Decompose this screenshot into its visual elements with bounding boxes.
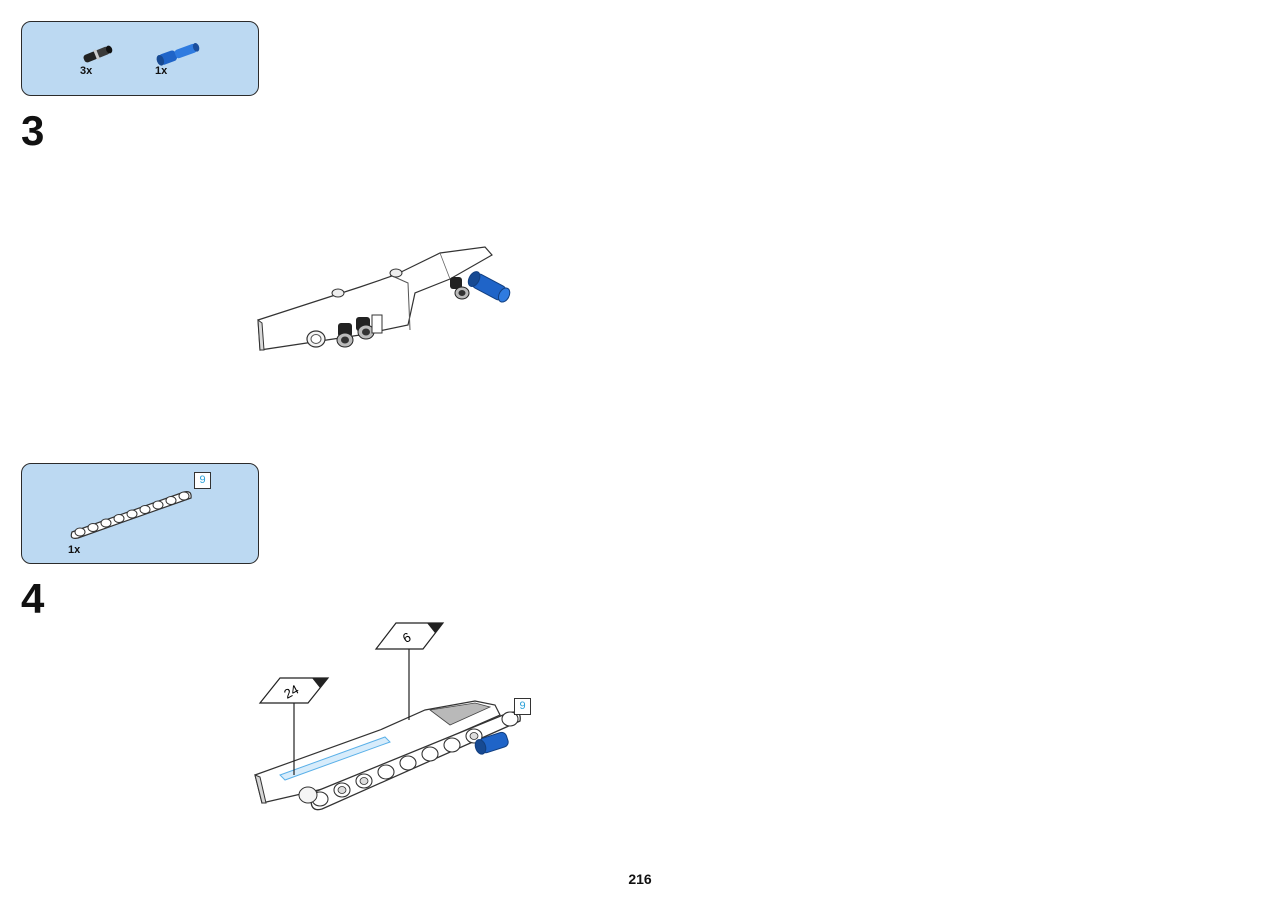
- beam-length-badge: 9: [194, 472, 211, 489]
- sticker-callout-label: 24: [281, 682, 301, 702]
- part-quantity: 3x: [80, 65, 93, 77]
- part-quantity: 1x: [68, 544, 81, 556]
- step-4-assembly-illustration: 24 6: [254, 622, 521, 811]
- parts-list-box-step-3: 3x 1x: [21, 21, 259, 96]
- page-number: 216: [628, 871, 652, 887]
- part-quantity: 1x: [155, 65, 168, 77]
- white-beam-part-icon: [70, 491, 192, 539]
- step-number: 4: [21, 575, 45, 622]
- blue-pin-part-icon: [156, 42, 200, 66]
- parts-list-box-step-4: 9 1x: [21, 463, 259, 564]
- step-number: 3: [21, 107, 45, 154]
- black-pin-part-icon: [83, 45, 113, 63]
- beam-length-callout-badge: 9: [514, 698, 531, 715]
- step-3-assembly-illustration: [257, 246, 511, 351]
